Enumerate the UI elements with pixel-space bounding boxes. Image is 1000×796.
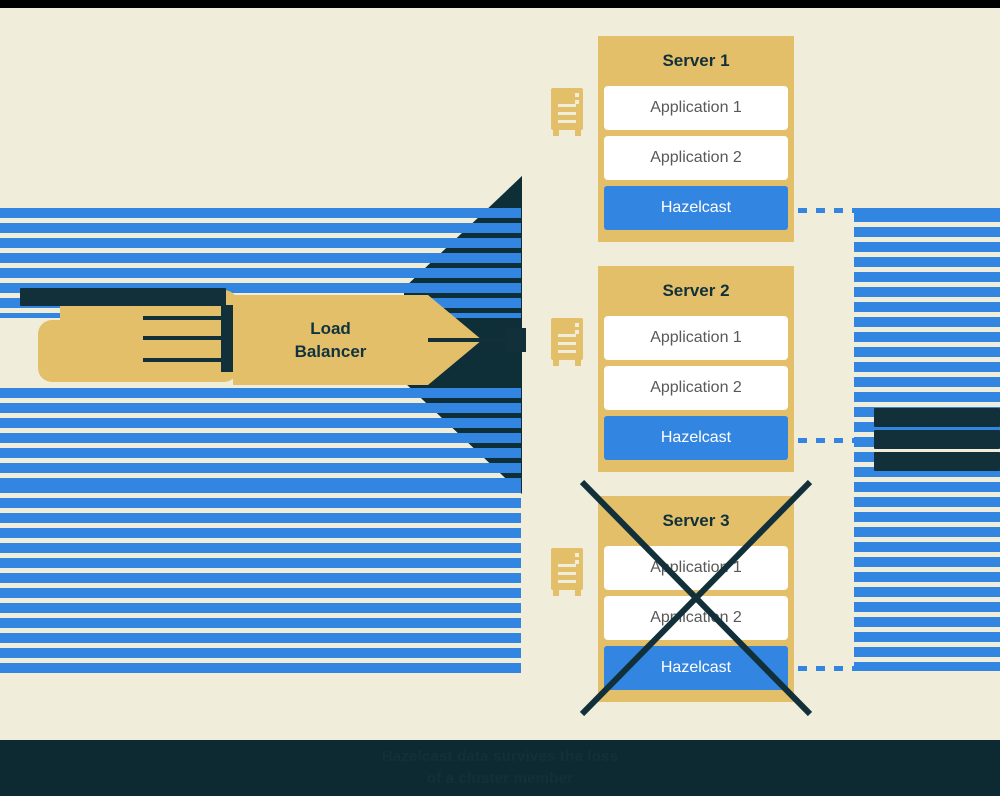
x-cross-icon xyxy=(579,479,813,717)
server-1-row-hazelcast[interactable]: Hazelcast xyxy=(604,186,788,230)
server-1-row-app1[interactable]: Application 1 xyxy=(604,86,788,130)
cluster-label-line3: Members xyxy=(874,452,1000,471)
cluster-label-line2: Cluster xyxy=(874,430,1000,449)
server-rack-icon-3 xyxy=(551,548,583,596)
load-balancer-label-line2: Balancer xyxy=(294,342,367,361)
server-card-1[interactable]: Server 1 Application 1 Application 2 Haz… xyxy=(598,36,794,242)
stripe-overlay-lower xyxy=(0,483,521,677)
server-title-2: Server 2 xyxy=(662,281,730,300)
server-title-3: Server 3 xyxy=(662,511,730,530)
server-2-row-app1[interactable]: Application 1 xyxy=(604,316,788,360)
hazelcast-link-1-solid xyxy=(852,208,1000,213)
footer-line2: of a cluster member xyxy=(426,770,574,787)
server-3-row-app2[interactable]: Application 2 xyxy=(604,596,788,640)
hazelcast-link-3 xyxy=(798,666,852,671)
bottom-band xyxy=(0,740,1000,796)
hazelcast-link-3-solid xyxy=(852,666,1000,671)
top-band xyxy=(0,0,1000,8)
footer-caption: Hazelcast data survives the loss of a cl… xyxy=(0,740,1000,796)
server-2-row-hazelcast[interactable]: Hazelcast xyxy=(604,416,788,460)
lb-outbound-port xyxy=(506,328,526,352)
footer-line1: Hazelcast data survives the loss xyxy=(381,748,619,765)
hazelcast-link-1 xyxy=(798,208,852,213)
lb-inbound-line-3 xyxy=(143,358,235,362)
lb-inbound-line-2 xyxy=(143,336,235,340)
client-group-pill-lower xyxy=(38,320,238,382)
top-band-right xyxy=(519,0,1000,4)
lb-inbound-line-1 xyxy=(143,316,235,320)
lb-outbound-line xyxy=(428,338,514,342)
cluster-label-line1: Hazelcast xyxy=(874,408,1000,427)
server-card-2[interactable]: Server 2 Application 1 Application 2 Haz… xyxy=(598,266,794,472)
server-1-row-app2[interactable]: Application 2 xyxy=(604,136,788,180)
server-2-row-app2[interactable]: Application 2 xyxy=(604,366,788,410)
server-3-row-hazelcast[interactable]: Hazelcast xyxy=(604,646,788,690)
server-title-1: Server 1 xyxy=(662,51,730,70)
server-rack-icon-2 xyxy=(551,318,583,366)
server-rack-icon-1 xyxy=(551,88,583,136)
client-requests-label: Client Requests xyxy=(20,288,226,306)
hazelcast-link-2 xyxy=(798,438,852,443)
cluster-label: Hazelcast Cluster Members xyxy=(874,408,1000,474)
load-balancer-node[interactable]: Load Balancer xyxy=(233,295,428,385)
load-balancer-label-line1: Load xyxy=(310,319,351,338)
